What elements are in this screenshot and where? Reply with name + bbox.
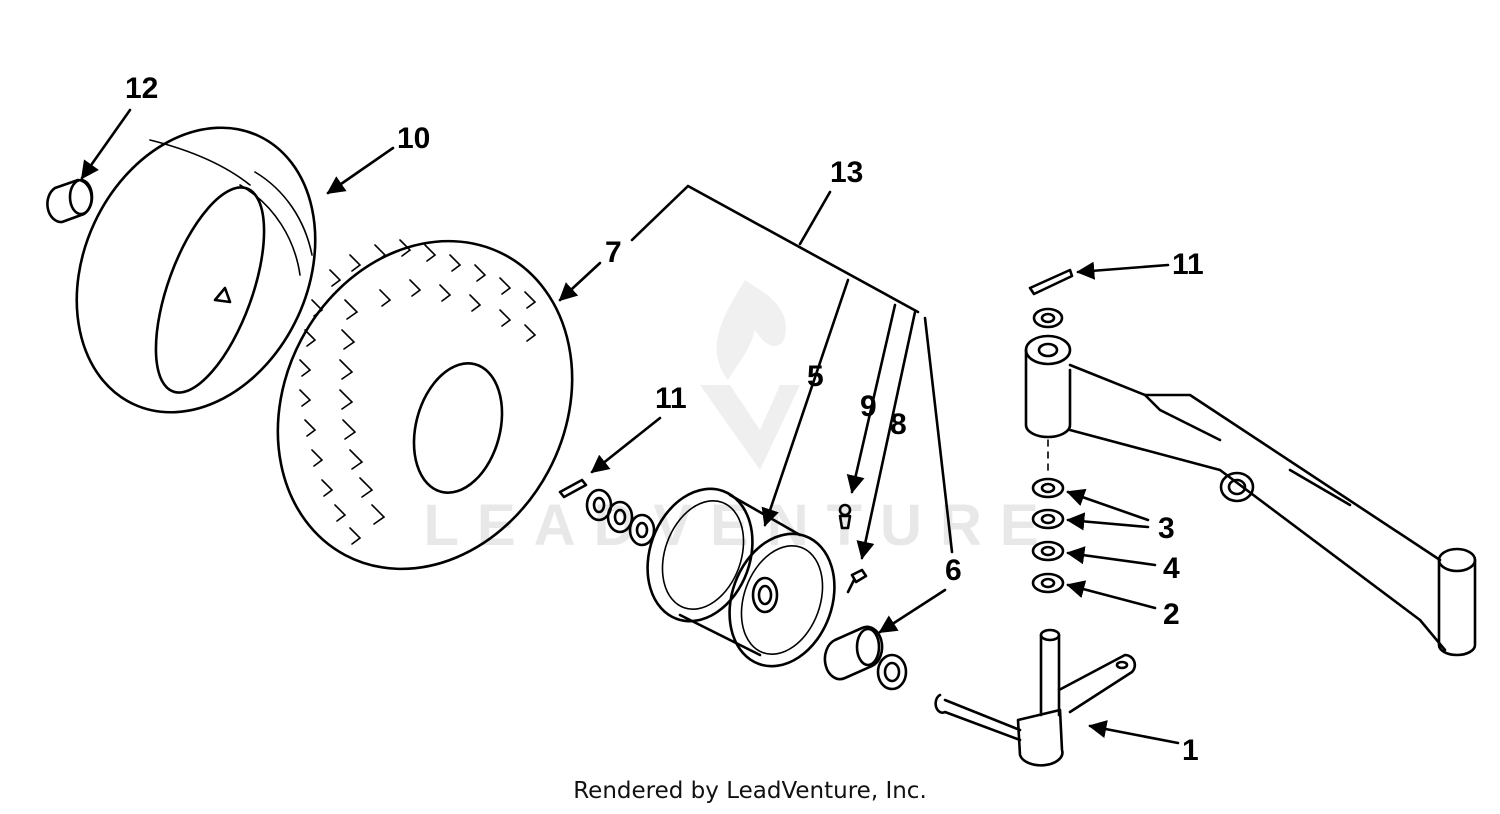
watermark-logo: LEADVENTURE xyxy=(423,280,1039,558)
callout-4: 4 xyxy=(1163,552,1180,585)
callout-9: 9 xyxy=(860,390,877,423)
washer-stack xyxy=(1031,439,1065,594)
bearing-set-left xyxy=(585,488,656,547)
part-1-spindle xyxy=(934,628,1137,767)
callout-labels: 12 10 13 7 11 11 5 9 8 6 3 4 2 1 xyxy=(125,72,1204,767)
callout-6: 6 xyxy=(945,554,962,587)
credit-text: Rendered by LeadVenture, Inc. xyxy=(573,778,927,804)
callout-7: 7 xyxy=(605,236,622,269)
part-11-cotter-pin-left xyxy=(558,478,588,499)
front-axle xyxy=(1024,334,1477,657)
callout-2: 2 xyxy=(1163,598,1180,631)
callout-8: 8 xyxy=(890,408,907,441)
callout-13: 13 xyxy=(830,156,863,189)
part-10-tube xyxy=(75,126,317,414)
callout-10: 10 xyxy=(397,122,430,155)
leader-lines xyxy=(80,108,1180,745)
part-6-spacer xyxy=(823,625,908,691)
part-8-valve-stem xyxy=(846,568,868,594)
part-11-cotter-pin-right xyxy=(1028,268,1074,329)
callout-5: 5 xyxy=(807,360,824,393)
callout-12: 12 xyxy=(125,72,158,105)
part-9-fitting xyxy=(838,503,852,530)
callout-11-left: 11 xyxy=(655,382,687,415)
callout-1: 1 xyxy=(1182,734,1199,767)
callout-11-right: 11 xyxy=(1172,248,1204,281)
part-12-bushing xyxy=(46,178,94,224)
callout-3: 3 xyxy=(1158,512,1175,545)
part-7-tire xyxy=(276,239,574,571)
